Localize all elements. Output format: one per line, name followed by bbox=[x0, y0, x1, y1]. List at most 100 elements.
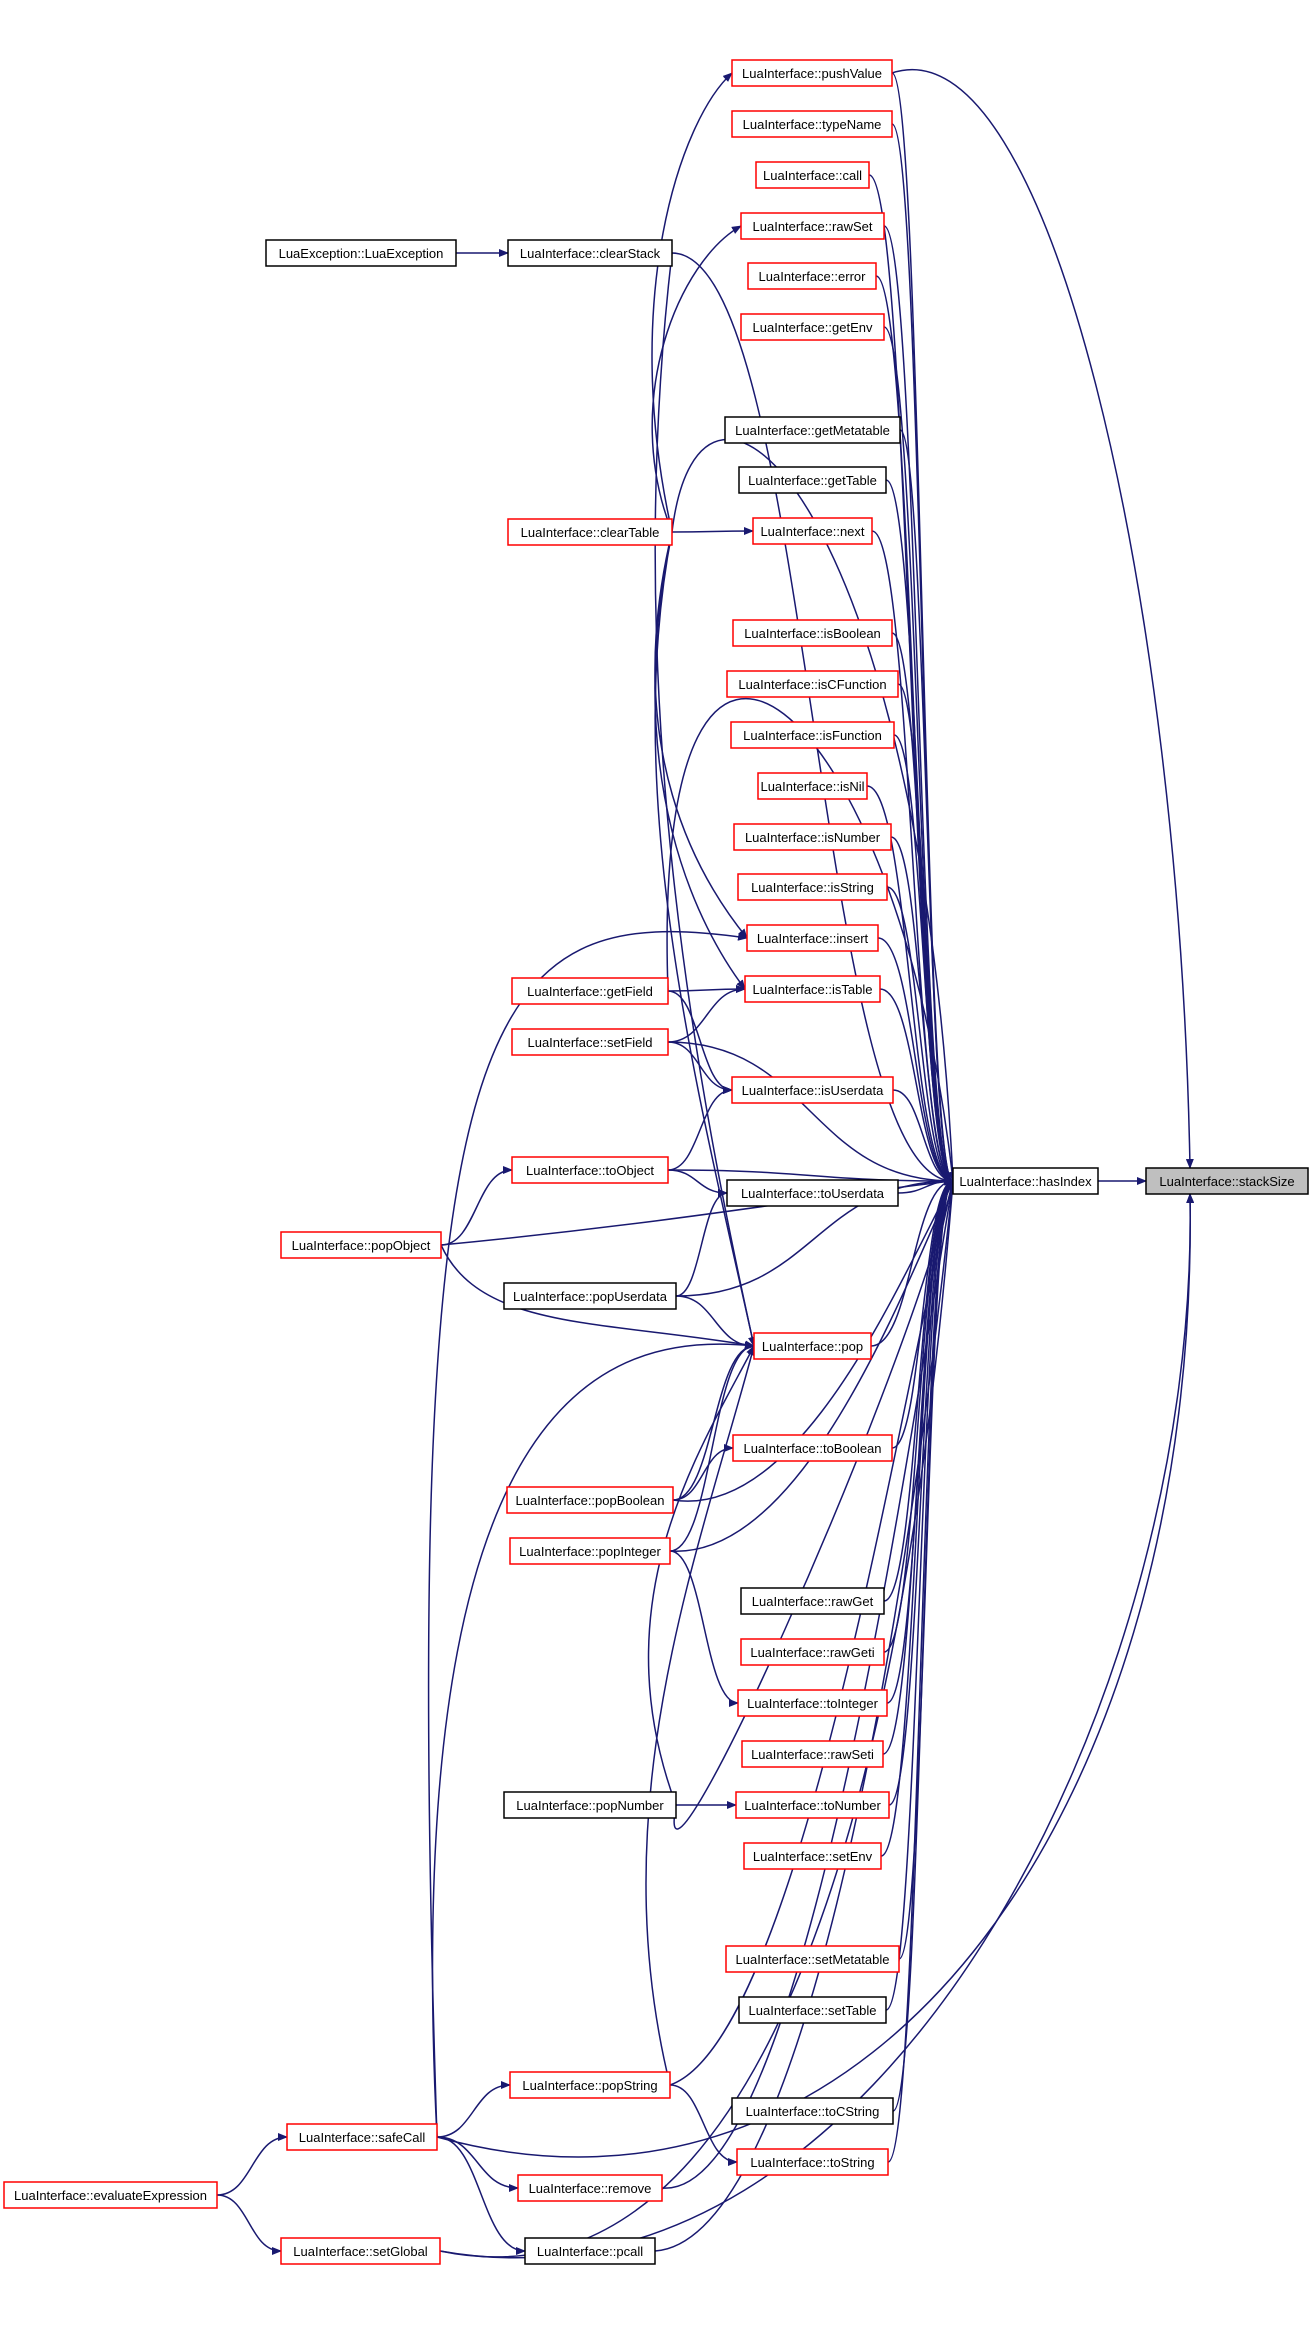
node-pop[interactable]: LuaInterface::pop bbox=[753, 1332, 872, 1360]
node-box bbox=[733, 823, 892, 851]
node-setMetatable[interactable]: LuaInterface::setMetatable bbox=[725, 1945, 900, 1973]
node-label: LuaException::LuaException bbox=[279, 246, 444, 261]
node-box bbox=[757, 772, 868, 800]
node-LuaException[interactable]: LuaException::LuaException bbox=[265, 239, 457, 267]
node-remove[interactable]: LuaInterface::remove bbox=[517, 2174, 663, 2202]
edge-popUserdata-to-pop bbox=[675, 1295, 755, 1350]
node-hasIndex[interactable]: LuaInterface::hasIndex bbox=[952, 1167, 1099, 1195]
node-label: LuaInterface::toBoolean bbox=[743, 1441, 881, 1456]
node-rawSeti[interactable]: LuaInterface::rawSeti bbox=[741, 1740, 884, 1768]
node-isString[interactable]: LuaInterface::isString bbox=[737, 873, 888, 901]
node-isTable[interactable]: LuaInterface::isTable bbox=[744, 975, 881, 1003]
node-box bbox=[743, 1842, 882, 1870]
node-rawGeti[interactable]: LuaInterface::rawGeti bbox=[740, 1638, 885, 1666]
node-box bbox=[952, 1167, 1099, 1195]
node-isNumber[interactable]: LuaInterface::isNumber bbox=[733, 823, 892, 851]
node-label: LuaInterface::typeName bbox=[743, 117, 882, 132]
node-label: LuaInterface::popInteger bbox=[519, 1544, 661, 1559]
node-stackSize: LuaInterface::stackSize bbox=[1145, 1167, 1309, 1195]
node-setTable[interactable]: LuaInterface::setTable bbox=[738, 1996, 887, 2024]
node-label: LuaInterface::isString bbox=[751, 880, 874, 895]
node-label: LuaInterface::isCFunction bbox=[738, 677, 886, 692]
node-setGlobal[interactable]: LuaInterface::setGlobal bbox=[280, 2237, 441, 2265]
node-toNumber[interactable]: LuaInterface::toNumber bbox=[735, 1791, 890, 1819]
node-box bbox=[737, 873, 888, 901]
node-toBoolean[interactable]: LuaInterface::toBoolean bbox=[732, 1434, 893, 1462]
node-label: LuaInterface::isFunction bbox=[743, 728, 882, 743]
node-box bbox=[280, 1231, 442, 1259]
edge-isFunction-to-hasIndex bbox=[893, 734, 954, 1185]
edge-clearTable-to-pushValue bbox=[651, 72, 733, 533]
node-evaluateExpression[interactable]: LuaInterface::evaluateExpression bbox=[3, 2181, 218, 2209]
node-rawSet[interactable]: LuaInterface::rawSet bbox=[740, 212, 885, 240]
node-popUserdata[interactable]: LuaInterface::popUserdata bbox=[503, 1282, 677, 1310]
node-clearTable[interactable]: LuaInterface::clearTable bbox=[507, 518, 673, 546]
node-label: LuaInterface::isNumber bbox=[745, 830, 881, 845]
node-box bbox=[740, 1587, 885, 1615]
node-setEnv[interactable]: LuaInterface::setEnv bbox=[743, 1842, 882, 1870]
node-error[interactable]: LuaInterface::error bbox=[747, 262, 877, 290]
edge-safeCall-to-pop bbox=[431, 1341, 755, 2138]
node-rawGet[interactable]: LuaInterface::rawGet bbox=[740, 1587, 885, 1615]
node-isNil[interactable]: LuaInterface::isNil bbox=[757, 772, 868, 800]
node-popString[interactable]: LuaInterface::popString bbox=[509, 2071, 671, 2099]
node-popObject[interactable]: LuaInterface::popObject bbox=[280, 1231, 442, 1259]
node-safeCall[interactable]: LuaInterface::safeCall bbox=[286, 2123, 438, 2151]
node-label: LuaInterface::error bbox=[759, 269, 867, 284]
edge-popNumber-to-pop bbox=[647, 1345, 755, 1806]
node-toString[interactable]: LuaInterface::toString bbox=[736, 2148, 889, 2176]
edge-setField-to-hasIndex bbox=[667, 1041, 954, 1185]
node-pcall[interactable]: LuaInterface::pcall bbox=[524, 2237, 656, 2265]
node-isCFunction[interactable]: LuaInterface::isCFunction bbox=[726, 670, 899, 698]
node-box bbox=[726, 670, 899, 698]
node-box bbox=[732, 1434, 893, 1462]
node-label: LuaInterface::popUserdata bbox=[513, 1289, 668, 1304]
node-typeName[interactable]: LuaInterface::typeName bbox=[731, 110, 893, 138]
node-box bbox=[738, 466, 887, 494]
edge-getField-to-isUserdata bbox=[667, 990, 733, 1094]
node-label: LuaInterface::popObject bbox=[292, 1238, 431, 1253]
node-getEnv[interactable]: LuaInterface::getEnv bbox=[740, 313, 885, 341]
node-label: LuaInterface::next bbox=[760, 524, 864, 539]
node-popBoolean[interactable]: LuaInterface::popBoolean bbox=[506, 1486, 674, 1514]
node-box bbox=[724, 416, 901, 444]
edge-isNumber-to-hasIndex bbox=[890, 836, 954, 1185]
edge-setField-to-isTable bbox=[667, 985, 746, 1043]
node-box bbox=[506, 1486, 674, 1514]
edge-safeCall-to-remove bbox=[436, 2136, 519, 2192]
node-getMetatable[interactable]: LuaInterface::getMetatable bbox=[724, 416, 901, 444]
node-popInteger[interactable]: LuaInterface::popInteger bbox=[509, 1537, 671, 1565]
node-box bbox=[725, 1945, 900, 1973]
node-toCString[interactable]: LuaInterface::toCString bbox=[731, 2097, 894, 2125]
node-label: LuaInterface::toObject bbox=[526, 1163, 654, 1178]
edge-pushValue-to-stackSize bbox=[891, 69, 1194, 1169]
node-label: LuaInterface::popString bbox=[522, 2078, 657, 2093]
node-isUserdata[interactable]: LuaInterface::isUserdata bbox=[731, 1076, 894, 1104]
node-box bbox=[746, 924, 879, 952]
node-toUserdata[interactable]: LuaInterface::toUserdata bbox=[726, 1179, 899, 1207]
node-next[interactable]: LuaInterface::next bbox=[752, 517, 873, 545]
edge-layer bbox=[216, 69, 1195, 2259]
node-label: LuaInterface::setTable bbox=[749, 2003, 877, 2018]
node-isBoolean[interactable]: LuaInterface::isBoolean bbox=[732, 619, 893, 647]
node-toObject[interactable]: LuaInterface::toObject bbox=[511, 1156, 669, 1184]
node-box bbox=[503, 1791, 677, 1819]
node-call[interactable]: LuaInterface::call bbox=[755, 161, 870, 189]
node-box bbox=[509, 2071, 671, 2099]
node-isFunction[interactable]: LuaInterface::isFunction bbox=[730, 721, 895, 749]
node-getField[interactable]: LuaInterface::getField bbox=[511, 977, 669, 1005]
edge-setField-to-isUserdata bbox=[667, 1041, 733, 1094]
node-getTable[interactable]: LuaInterface::getTable bbox=[738, 466, 887, 494]
node-clearStack[interactable]: LuaInterface::clearStack bbox=[507, 239, 673, 267]
node-pushValue[interactable]: LuaInterface::pushValue bbox=[731, 59, 893, 87]
node-box bbox=[753, 1332, 872, 1360]
node-box bbox=[507, 239, 673, 267]
node-box bbox=[280, 2237, 441, 2265]
node-label: LuaInterface::pcall bbox=[537, 2244, 643, 2259]
node-popNumber[interactable]: LuaInterface::popNumber bbox=[503, 1791, 677, 1819]
node-box bbox=[726, 1179, 899, 1207]
node-setField[interactable]: LuaInterface::setField bbox=[511, 1028, 669, 1056]
node-label: LuaInterface::getMetatable bbox=[735, 423, 890, 438]
node-insert[interactable]: LuaInterface::insert bbox=[746, 924, 879, 952]
node-toInteger[interactable]: LuaInterface::toInteger bbox=[737, 1689, 888, 1717]
